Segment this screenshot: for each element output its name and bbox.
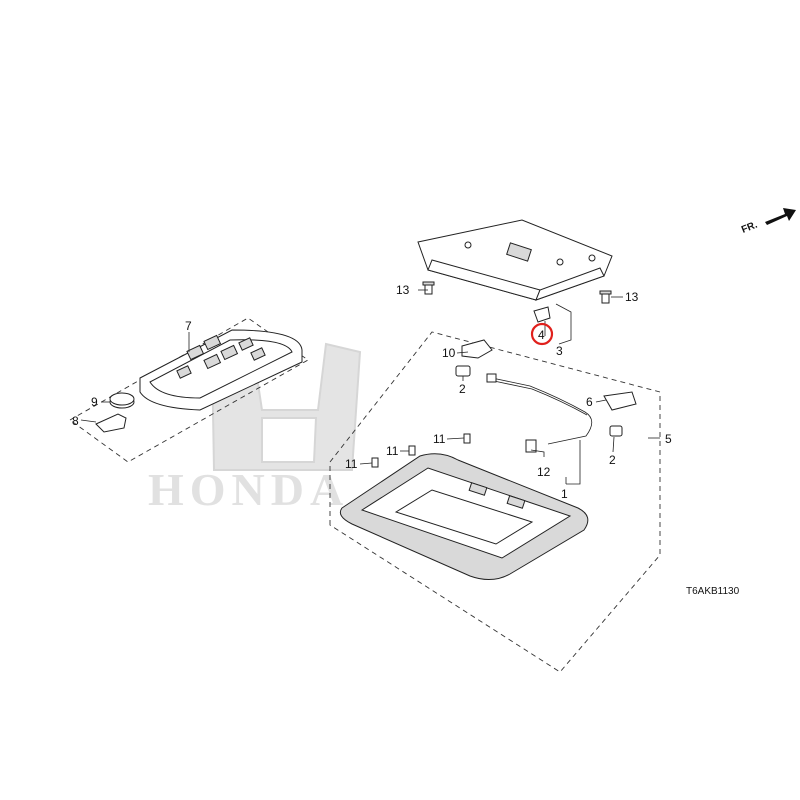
part-2-clip-left xyxy=(455,365,471,377)
direction-marker: FR. xyxy=(740,208,796,236)
leader-lines xyxy=(80,289,660,485)
part-1-wire-harness xyxy=(486,373,593,453)
part-4-bracket xyxy=(533,306,551,323)
callout-5: 5 xyxy=(665,432,672,446)
callout-2-right: 2 xyxy=(609,453,616,467)
callout-13-left: 13 xyxy=(396,283,410,297)
callout-11-left: 11 xyxy=(345,457,358,471)
group-box-console xyxy=(329,331,661,673)
part-11-clip-b xyxy=(408,445,416,456)
callout-10: 10 xyxy=(442,346,456,360)
part-mounting-plate xyxy=(417,219,613,301)
direction-marker-label: FR. xyxy=(740,219,759,235)
part-10-bracket xyxy=(461,339,493,359)
callout-2-left: 2 xyxy=(459,382,466,396)
part-13-screw-left xyxy=(422,281,435,295)
honda-wordmark: HONDA xyxy=(148,464,349,515)
part-2-clip-right xyxy=(609,425,623,437)
part-11-clip-a xyxy=(371,457,379,468)
callout-11-right: 11 xyxy=(433,432,446,446)
part-battery xyxy=(109,392,135,409)
highlight-ring xyxy=(530,322,554,346)
part-console-bezel xyxy=(339,453,589,580)
part-remote-control xyxy=(139,329,303,411)
callout-7: 7 xyxy=(185,319,192,333)
callout-11-middle: 11 xyxy=(386,444,399,458)
callouts: 7 9 8 13 13 4 3 10 2 6 5 2 11 11 11 12 1 xyxy=(72,283,672,501)
callout-13-right: 13 xyxy=(625,290,639,304)
diagram-code: T6AKB1130 xyxy=(686,586,740,597)
part-6-bracket xyxy=(603,391,637,411)
callout-12: 12 xyxy=(537,465,551,479)
part-clip-8 xyxy=(95,413,127,433)
part-13-screw-right xyxy=(599,290,612,304)
callout-3: 3 xyxy=(556,344,563,358)
arrow-right-icon xyxy=(765,208,796,225)
callout-8: 8 xyxy=(72,414,79,428)
callout-9: 9 xyxy=(91,395,98,409)
callout-4: 4 xyxy=(538,328,545,342)
callout-6: 6 xyxy=(586,395,593,409)
callout-1: 1 xyxy=(561,487,568,501)
part-11-clip-c xyxy=(463,433,471,444)
